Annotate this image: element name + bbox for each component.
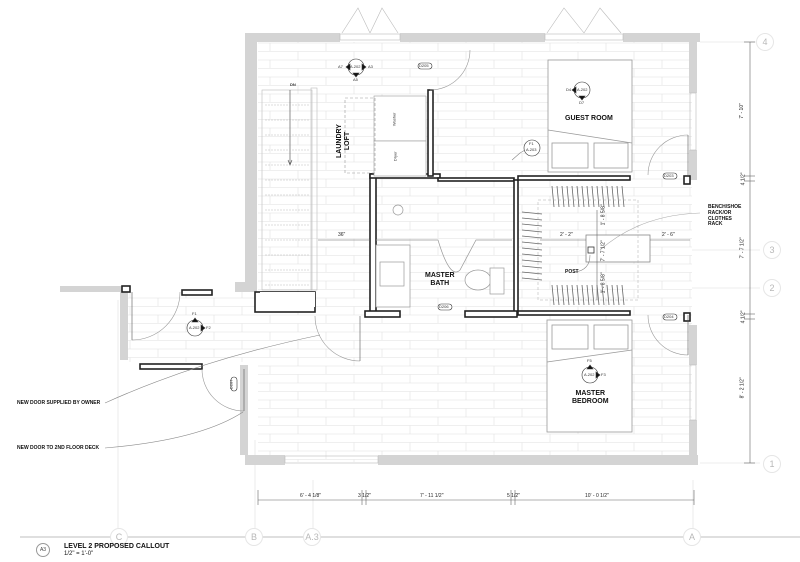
door-tag-d205: D205 — [419, 63, 429, 68]
room-label-master-bath: MASTER BATH — [425, 272, 455, 288]
elev-tag-top-bottom: A5 — [353, 77, 358, 82]
callout-id-badge: A3 — [36, 543, 50, 557]
detail-tag-ref: A.203 — [526, 147, 537, 152]
dim-right-1: 7' - 10" — [738, 103, 745, 119]
door-tag-d206: D206 — [439, 304, 449, 309]
existing-walls — [60, 33, 700, 465]
windows — [284, 7, 697, 464]
detail-tag-num: F1 — [529, 141, 534, 146]
dim-closet-v2: 7' - 7 1/2" — [600, 240, 607, 262]
drawing-title: LEVEL 2 PROPOSED CALLOUT — [64, 543, 170, 550]
washer-label: Washer — [391, 112, 397, 127]
door-tag-d203: D203 — [664, 173, 674, 178]
elev-tag-top-ref: A.202 — [350, 64, 361, 69]
elev-tag-bedroom-ref: A.202 — [584, 372, 595, 377]
dim-right-2: 4 1/2" — [740, 172, 747, 186]
elev-tag-guest-left: D4 — [566, 87, 572, 92]
dim-bottom-4: 5 1/2" — [507, 493, 520, 499]
dim-bottom-3: 7' - 11 1/2" — [420, 493, 444, 499]
tag-symbols — [186, 58, 678, 392]
room-label-laundry-loft: LAUNDRY LOFT — [336, 124, 352, 158]
bath-fixtures — [375, 204, 512, 308]
stairs — [261, 87, 318, 291]
new-door-deck-note: NEW DOOR TO 2ND FLOOR DECK — [17, 445, 100, 451]
grid-bubble-4: 4 — [756, 33, 774, 51]
dim-bottom-1: 6' - 4 1/8" — [300, 493, 322, 499]
grid-bubble-a3: A.3 — [303, 528, 321, 546]
washer-dryer — [344, 95, 427, 177]
leader-lines — [104, 149, 591, 449]
elev-tag-guest-bottom: D7 — [579, 100, 585, 105]
room-label-master-bedroom: MASTER BEDROOM — [572, 390, 609, 406]
new-door-owner-note: NEW DOOR SUPPLIED BY OWNER — [17, 400, 101, 406]
dim-closet-v3: 1' - 8 5/8" — [600, 272, 607, 294]
grid-bubble-2: 2 — [763, 279, 781, 297]
elev-tag-bedroom-top: F5 — [587, 358, 592, 363]
dim-closet-right: 2' - 6" — [662, 232, 675, 238]
dim-bottom-5: 10' - 0 1/2" — [585, 493, 609, 499]
dim-right-4: 4 1/2" — [740, 310, 747, 324]
dryer-label: Dryer — [392, 151, 398, 162]
stairs-down-label: DN — [290, 82, 296, 87]
dim-closet-v1: 1' - 8 5/8" — [600, 204, 607, 226]
grid-bubble-b: B — [245, 528, 263, 546]
door-tag-d204: D204 — [664, 314, 674, 319]
door-tag-d207: D207 — [228, 379, 234, 390]
drawing-scale: 1/2" = 1'-0" — [64, 551, 94, 557]
elev-tag-hall-right: F2 — [206, 325, 211, 330]
dimension-lines — [257, 41, 755, 505]
guest-bed — [547, 59, 633, 173]
dim-right-5: 8' - 2 1/2" — [739, 377, 746, 399]
closet-hangers — [521, 185, 651, 306]
dim-closet-left: 2' - 2" — [560, 232, 573, 238]
dim-stair-clear: 36" — [338, 232, 346, 238]
door-swings — [131, 49, 701, 412]
grid-bubble-a: A — [683, 528, 701, 546]
dim-bottom-2: 3 1/2" — [358, 493, 371, 499]
grid-bubble-c: C — [110, 528, 128, 546]
elev-tag-top-left: A7 — [338, 64, 343, 69]
bench-note: BENCH/SHOE RACK/OR CLOTHES RACK — [708, 204, 742, 228]
grid-bubble-1: 1 — [763, 455, 781, 473]
elev-tag-top-right: A3 — [368, 64, 373, 69]
dim-right-3: 7' - 7 1/2" — [739, 237, 746, 259]
room-label-guest-room: GUEST ROOM — [565, 115, 613, 122]
elev-tag-bedroom-right: F3 — [601, 372, 606, 377]
elev-tag-hall-ref: A.202 — [189, 325, 200, 330]
elev-tag-hall-top: F1 — [192, 311, 197, 316]
grid-bubble-3: 3 — [763, 241, 781, 259]
elev-tag-guest-ref: A.202 — [577, 87, 588, 92]
post-label: POST — [565, 269, 579, 275]
